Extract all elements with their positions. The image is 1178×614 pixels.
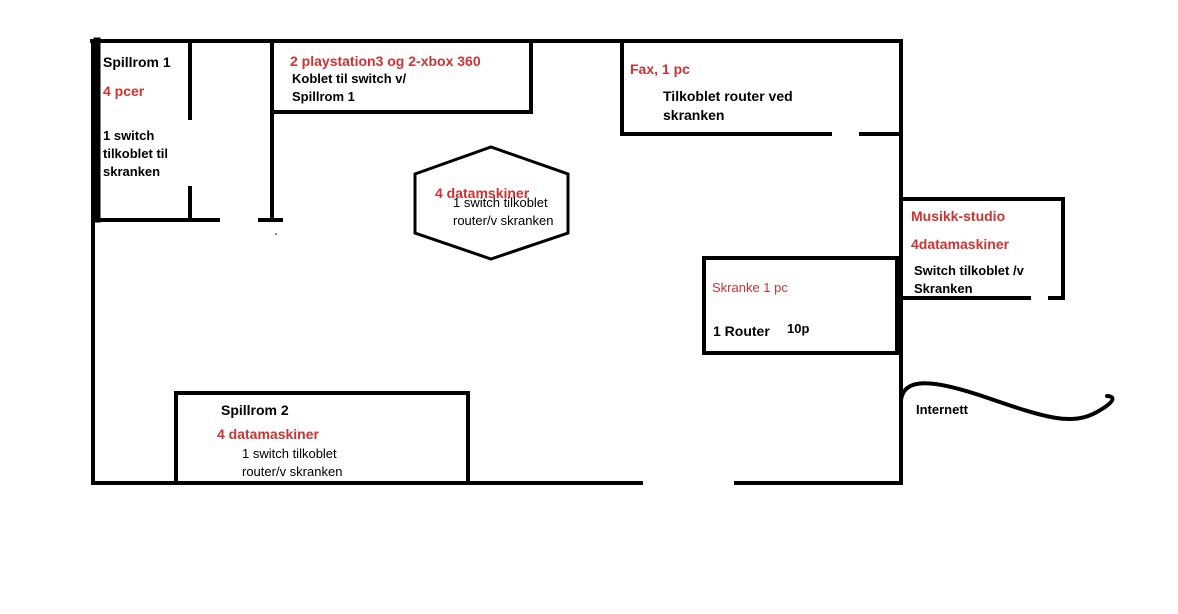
skranke-ports: 10p xyxy=(787,321,810,336)
stray-dot xyxy=(275,233,277,235)
consoles-desc-line: Koblet til switch v/ xyxy=(292,71,407,86)
skranke-router: 1 Router xyxy=(713,323,770,339)
internet-cable xyxy=(899,381,1115,422)
consoles-title: 2 playstation3 og 2-xbox 360 xyxy=(290,53,481,69)
hexagon-desc-line: 1 switch tilkoblet xyxy=(453,195,548,210)
skranke-title: Skranke 1 pc xyxy=(712,280,788,295)
hexagon-desc-line: router/v skranken xyxy=(453,213,554,228)
fax-title: Fax, 1 pc xyxy=(630,61,690,77)
hexagon-count: 4 datamskiner xyxy=(435,185,530,201)
spillrom2-count: 4 datamaskiner xyxy=(217,426,319,442)
musikk-count: 4datamaskiner xyxy=(911,236,1010,252)
spillrom1-desc-line: 1 switch xyxy=(103,128,155,143)
fax-desc-line: skranken xyxy=(663,107,725,123)
hexagon-room xyxy=(413,145,570,261)
internet-label: Internett xyxy=(916,402,968,417)
spillrom2-desc-line: 1 switch tilkoblet xyxy=(242,446,337,461)
spillrom2-desc-line: router/v skranken xyxy=(242,464,343,479)
musikk-desc-line: Switch tilkoblet /v xyxy=(914,263,1024,278)
spillrom1-desc-line: tilkoblet til xyxy=(103,146,168,161)
musikk-desc-line: Skranken xyxy=(914,281,973,296)
fax-desc-line: Tilkoblet router ved xyxy=(663,88,793,104)
spillrom1-count: 4 pcer xyxy=(103,83,145,99)
skranke-room xyxy=(702,256,899,355)
spillrom2-title: Spillrom 2 xyxy=(221,402,289,418)
musikk-title: Musikk-studio xyxy=(911,208,1006,224)
spillrom1-title: Spillrom 1 xyxy=(103,54,171,70)
spillrom1-desc-line: skranken xyxy=(103,164,161,179)
consoles-desc-line: Spillrom 1 xyxy=(292,89,355,104)
